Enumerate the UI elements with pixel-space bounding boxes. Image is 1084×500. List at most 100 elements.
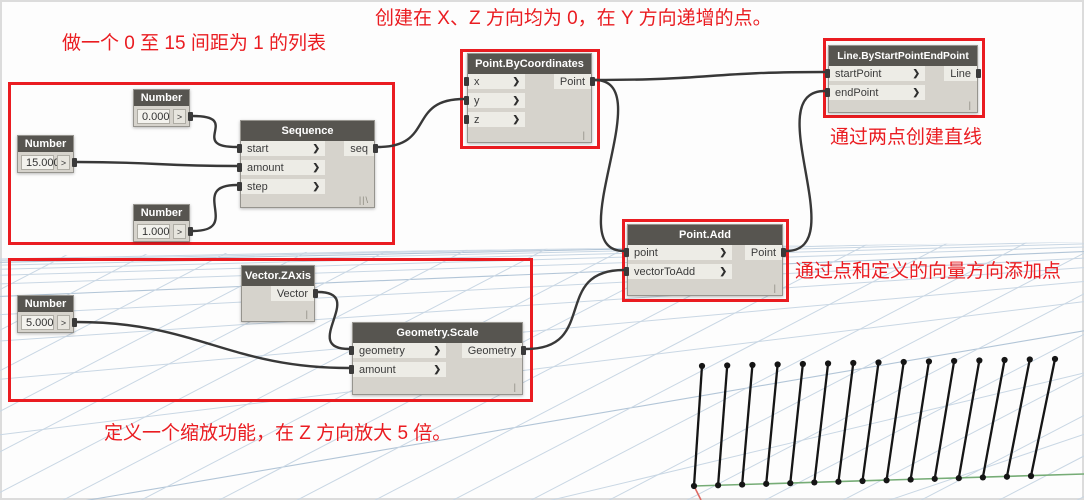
input-port-amount[interactable]: amount❯ [353,362,446,377]
port-connector[interactable] [72,318,77,327]
chevron-right-icon: ❯ [433,364,441,374]
input-port-endpoint[interactable]: endPoint❯ [829,85,925,100]
port-connector[interactable] [237,144,242,153]
output-port-line[interactable]: Line [944,66,977,81]
port-connector[interactable] [825,69,830,78]
port-connector[interactable] [825,88,830,97]
input-port-y[interactable]: y❯ [468,93,525,108]
input-port-amount[interactable]: amount❯ [241,160,325,175]
input-port-start[interactable]: start❯ [241,141,325,156]
input-port-z[interactable]: z❯ [468,112,525,127]
output-port-number[interactable]: > [173,109,186,124]
annotation-group-box[interactable] [823,38,985,118]
lacing-indicator[interactable]: | [968,100,972,110]
annotation-note[interactable]: 通过点和定义的向量方向添加点 [795,261,1062,282]
port-connector[interactable] [72,158,77,167]
port-connector[interactable] [976,69,981,78]
port-connector[interactable] [373,144,378,153]
wire[interactable] [75,320,351,370]
chevron-right-icon: ❯ [312,181,320,191]
annotation-group-box[interactable] [8,258,533,402]
chevron-right-icon: ❯ [719,266,727,276]
port-connector[interactable] [237,163,242,172]
number-value-input[interactable]: 1.000 [137,224,170,239]
port-connector[interactable] [464,96,469,105]
input-port-vectortoadd[interactable]: vectorToAdd❯ [628,264,732,279]
number-value-input[interactable]: 15.000 [21,155,60,170]
node-title: Vector.ZAxis [242,266,314,286]
chevron-right-icon: ❯ [512,76,520,86]
number-value-input[interactable]: 0.000 [137,109,170,124]
lacing-indicator[interactable]: | [305,309,309,319]
number-value-input[interactable]: 5.000 [21,315,54,330]
input-port-geometry[interactable]: geometry ❯ [353,343,446,358]
port-connector[interactable] [781,248,786,257]
lacing-indicator[interactable]: ||\ [358,195,369,205]
input-port-startpoint[interactable]: startPoint❯ [829,66,925,81]
port-connector[interactable] [464,115,469,124]
lacing-indicator[interactable]: | [582,130,586,140]
annotation-group-box[interactable] [622,219,789,302]
wire[interactable] [784,89,827,253]
port-connector[interactable] [590,77,595,86]
lacing-indicator[interactable]: | [513,382,517,392]
input-port-step[interactable]: step❯ [241,179,325,194]
output-port-point[interactable]: Point [744,245,782,260]
preview-point [875,359,882,366]
output-port-geometry[interactable]: Geometry [461,343,522,358]
port-connector[interactable] [188,112,193,121]
chevron-right-icon: ❯ [433,345,441,355]
preview-line [837,362,855,482]
preview-line [765,364,779,484]
annotation-note[interactable]: 创建在 X、Z 方向均为 0，在 Y 方向递增的点。 [375,8,772,29]
annotation-group-box[interactable] [8,82,395,245]
wire[interactable] [376,97,466,149]
output-port-vector[interactable]: Vector [270,286,314,301]
port-connector[interactable] [521,346,526,355]
output-port-seq[interactable]: seq [344,141,374,156]
wire[interactable] [191,183,239,233]
port-connector[interactable] [237,182,242,191]
chevron-right-icon: ❯ [312,162,320,172]
input-port-point[interactable]: point❯ [628,245,732,260]
wire[interactable] [75,160,239,168]
input-port-x[interactable]: x❯ [468,74,525,89]
annotation-note[interactable]: 做一个 0 至 15 间距为 1 的列表 [62,33,326,54]
port-connector[interactable] [349,365,354,374]
output-port-number[interactable]: > [57,155,70,170]
output-port-label: Point [750,246,776,259]
lacing-indicator[interactable]: | [773,283,777,293]
preview-line [740,364,754,485]
annotation-note[interactable]: 定义一个缩放功能，在 Z 方向放大 5 倍。 [104,423,452,444]
port-connector[interactable] [624,267,629,276]
port-connector[interactable] [464,77,469,86]
preview-point [787,480,794,487]
input-port-label: geometry [359,344,405,357]
wire[interactable] [593,78,626,253]
node-title: Sequence [241,121,374,141]
port-connector[interactable] [313,289,318,298]
output-port-number[interactable]: > [173,224,186,239]
port-connector[interactable] [624,248,629,257]
wire[interactable] [191,114,239,149]
wire[interactable] [316,290,351,351]
output-port-point[interactable]: Point [553,74,591,89]
output-port-number[interactable]: > [57,315,70,330]
wire[interactable] [524,268,626,351]
port-connector[interactable] [188,227,193,236]
annotation-note[interactable]: 通过两点创建直线 [830,127,983,148]
port-connector[interactable] [349,346,354,355]
wire[interactable] [593,70,827,82]
